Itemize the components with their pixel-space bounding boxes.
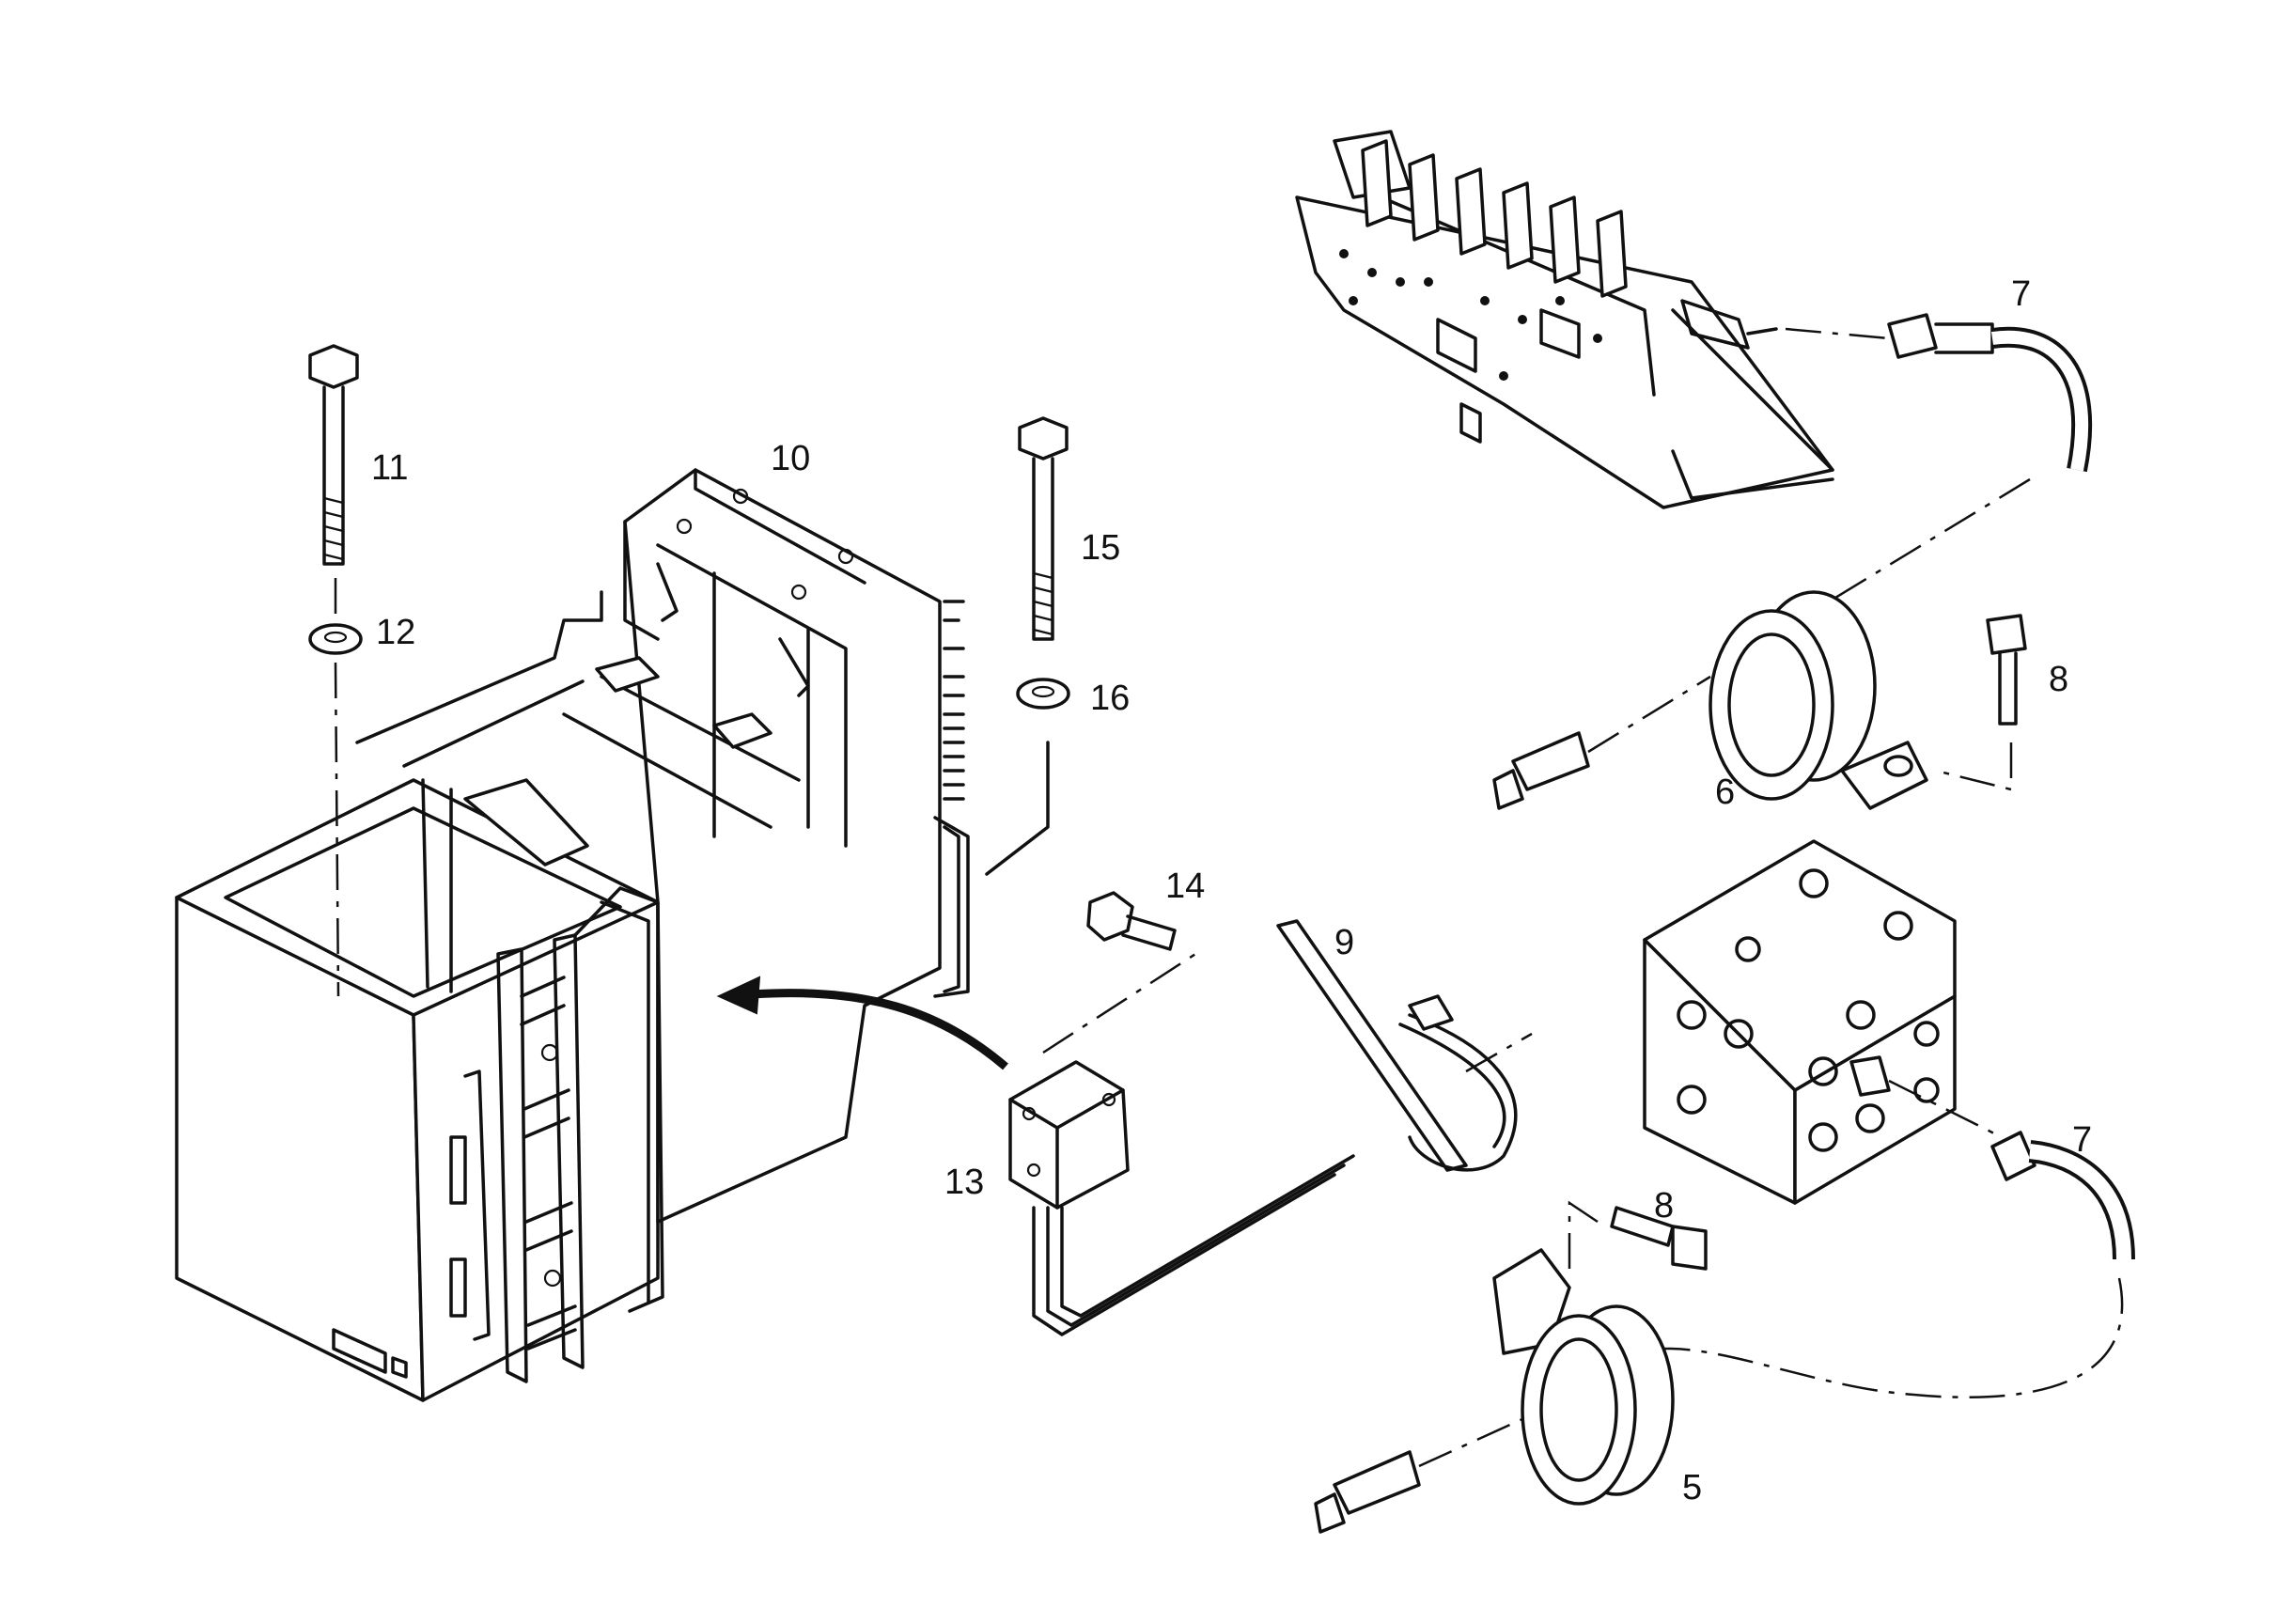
bolt-14 (1086, 891, 1177, 951)
leader-7a (1785, 327, 1890, 340)
direction-arrow (716, 976, 1008, 1070)
leader-11 (334, 578, 340, 997)
callout-6: 6 (1715, 773, 1735, 812)
callout-13: 13 (944, 1163, 984, 1202)
hose-7-bottom (1990, 1131, 2135, 1260)
leader-8b (1568, 1200, 1599, 1278)
callout-12: 12 (376, 613, 415, 652)
leader-9 (1465, 1032, 1533, 1073)
bolt-11 (308, 344, 359, 566)
valve-manifold-assembly (1295, 130, 1834, 509)
leader-6 (1587, 675, 1711, 754)
leader-7a-down (1813, 477, 2031, 613)
callout-10: 10 (771, 439, 810, 478)
sensor-13 (1008, 1060, 1130, 1210)
hose-7-top (1887, 313, 2093, 473)
solenoid-row (1361, 139, 1628, 298)
callout-15: 15 (1081, 528, 1120, 568)
leader-5 (1418, 1417, 1523, 1468)
sensor-cable (1032, 1154, 1355, 1336)
callout-7-bottom: 7 (2072, 1120, 2092, 1160)
callout-11: 11 (371, 448, 408, 488)
access-ladder (496, 886, 664, 1383)
connector-5 (1314, 1450, 1421, 1534)
clamp-5 (1492, 1248, 1675, 1506)
screw-8-bottom (1610, 1206, 1708, 1271)
leader-7b (1888, 1079, 2003, 1139)
callout-9: 9 (1334, 923, 1354, 962)
leader-7b-curve (1634, 1277, 2124, 1398)
callout-14: 14 (1165, 867, 1205, 906)
callout-5: 5 (1682, 1468, 1702, 1507)
leader-15 (985, 741, 1050, 876)
port-dots (1339, 249, 1602, 381)
callout-8-top: 8 (2049, 660, 2068, 699)
washer-16 (1016, 678, 1070, 710)
clamp-6 (1708, 590, 1928, 810)
edge-ticks (943, 600, 965, 801)
callout-7-top: 7 (2011, 274, 2031, 314)
distributor-block (1643, 839, 1957, 1205)
washer-12 (308, 623, 363, 655)
leader-8a (1935, 742, 2013, 791)
leader-13 (1042, 947, 1204, 1054)
callout-8-bottom: 8 (1654, 1186, 1674, 1226)
control-box-housing (175, 468, 970, 1402)
cable-tie-9 (1276, 919, 1518, 1172)
bolt-15 (1018, 416, 1069, 641)
callout-16: 16 (1090, 679, 1130, 718)
connector-6 (1492, 731, 1590, 810)
screw-8-top (1986, 614, 2027, 726)
